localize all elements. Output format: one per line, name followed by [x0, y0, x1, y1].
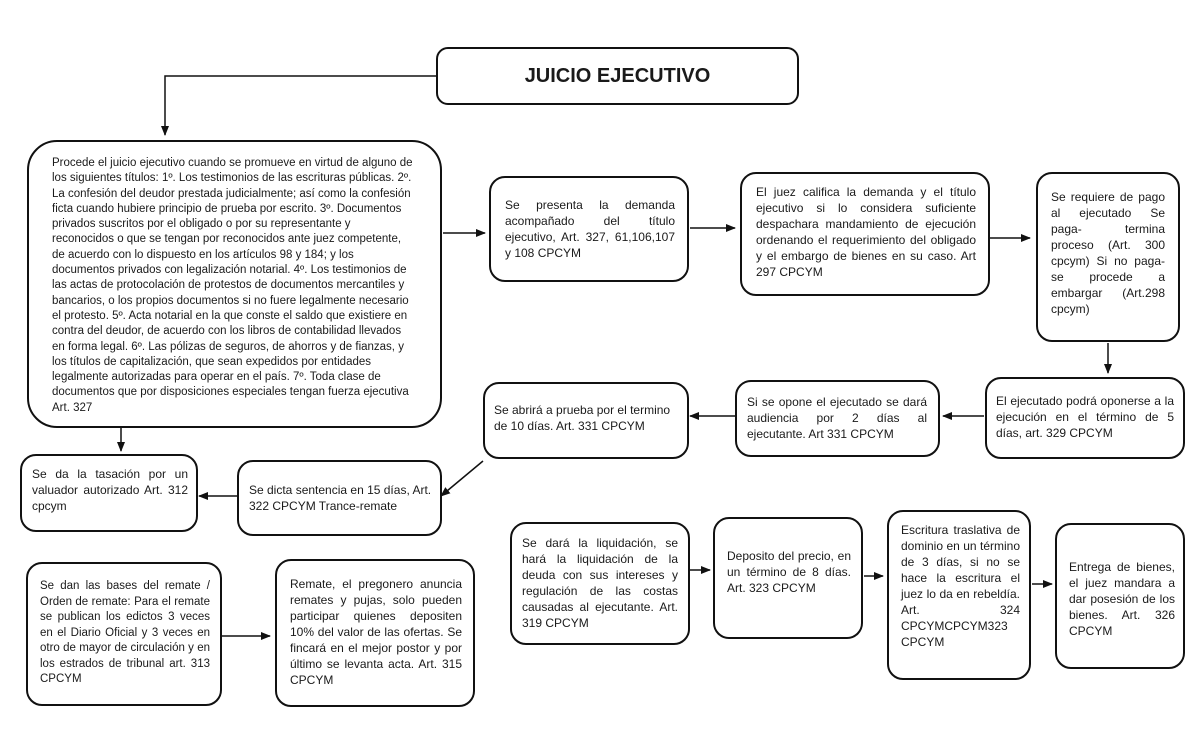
node-presenta-text: Se presenta la demanda acompañado del tí… — [505, 198, 675, 260]
node-presenta — [489, 176, 689, 282]
node-sentencia — [237, 460, 442, 536]
diagram-title: JUICIO EJECUTIVO — [524, 64, 711, 87]
node-remate-text: Remate, el pregonero anuncia remates y p… — [290, 577, 462, 687]
node-califica — [740, 172, 990, 296]
node-califica-text: El juez califica la demanda y el título … — [756, 185, 976, 279]
node-oponerse-text: El ejecutado podrá oponerse a la ejecuci… — [996, 394, 1174, 440]
node-bases-text: Se dan las bases del remate / Orden de r… — [40, 580, 210, 685]
node-escritura — [887, 510, 1031, 680]
node-requiere-text: Se requiere de pago al ejecutado Se paga… — [1051, 190, 1165, 316]
node-audiencia-text: Si se opone el ejecutado se dará audienc… — [747, 395, 927, 441]
node-bases — [26, 562, 222, 706]
node-tasacion — [20, 454, 198, 532]
node-prueba — [483, 382, 689, 459]
node-deposito — [713, 517, 863, 639]
node-entrega-text: Entrega de bienes, el juez mandara a dar… — [1069, 560, 1175, 638]
node-escritura-text: Escritura traslativa de dominio en un té… — [901, 523, 1020, 649]
node-procede — [27, 140, 442, 428]
node-procede-text: Procede el juicio ejecutivo cuando se pr… — [52, 157, 413, 414]
node-audiencia — [735, 380, 940, 457]
node-liquidacion-text: Se dará la liquidación, se hará la liqui… — [522, 536, 678, 630]
arrow-prueba-to-sentencia — [440, 460, 484, 497]
arrow-title-to-procede — [161, 75, 436, 136]
node-oponerse — [985, 377, 1185, 459]
node-entrega — [1055, 523, 1185, 669]
node-tasacion-text: Se da la tasación por un valuador autori… — [32, 467, 188, 513]
node-remate — [275, 559, 475, 707]
title-box: JUICIO EJECUTIVO — [436, 47, 799, 105]
node-sentencia-text: Se dicta sentencia en 15 días, Art. 322 … — [249, 483, 432, 513]
node-prueba-text: Se abrirá a prueba por el termino de 10 … — [494, 403, 671, 433]
node-liquidacion — [510, 522, 690, 645]
node-requiere — [1036, 172, 1180, 342]
node-deposito-text: Deposito del precio, en un término de 8 … — [727, 549, 851, 595]
